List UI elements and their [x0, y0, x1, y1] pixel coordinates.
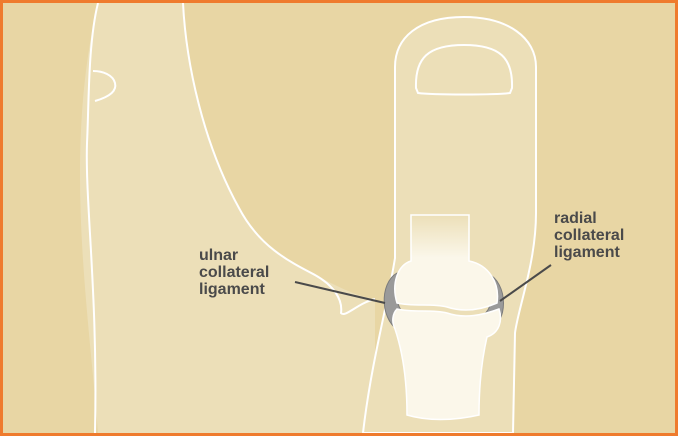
ulnar-collateral-ligament-label: ulnar collateral ligament — [199, 247, 269, 298]
radial-collateral-ligament-label: radial collateral ligament — [554, 210, 624, 261]
palm — [80, 3, 375, 433]
